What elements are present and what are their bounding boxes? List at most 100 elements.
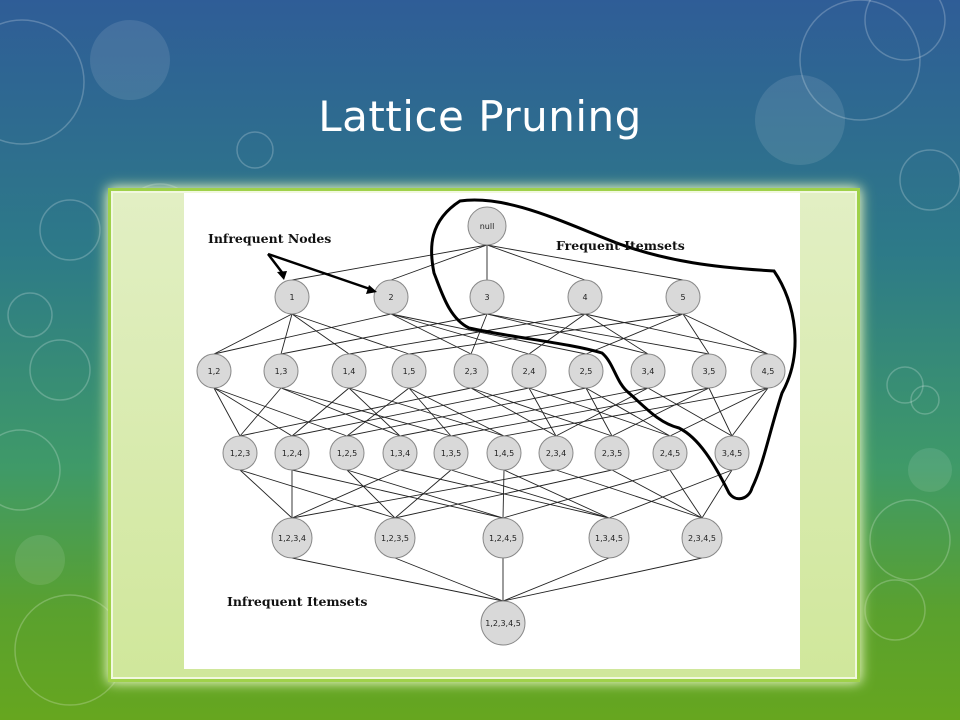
infrequent-nodes-label: Infrequent Nodes <box>208 231 331 246</box>
edge-3,4-to-3,4,5 <box>647 387 733 437</box>
edge-1,4,5-to-1,3,4,5 <box>503 469 610 519</box>
node-label: 1,4,5 <box>494 449 514 458</box>
edge-3-to-1,3 <box>280 313 488 355</box>
edge-2,5-to-2,3,5 <box>585 387 613 437</box>
node-label: 2,3,5 <box>602 449 622 458</box>
edge-1-to-1,4 <box>291 313 350 355</box>
edge-4,5-to-3,4,5 <box>731 387 769 437</box>
edge-1,3-to-1,3,4 <box>280 387 401 437</box>
edge-2,4-to-1,2,4 <box>291 387 530 437</box>
node-circle <box>374 517 416 559</box>
node-label: 1,2,3 <box>230 449 250 458</box>
edge-2,3-to-2,3,5 <box>470 387 613 437</box>
edge-2,3,5-to-2,3,4,5 <box>611 469 703 519</box>
node-circle <box>714 435 750 471</box>
node-circle <box>594 435 630 471</box>
node-circle <box>263 353 299 389</box>
edge-3,5-to-1,3,5 <box>450 387 710 437</box>
edge-1,4-to-1,3,4 <box>348 387 401 437</box>
lattice-node-1-4: 1,4 <box>331 353 367 389</box>
arrowhead-node-2 <box>366 285 377 294</box>
node-circle <box>196 353 232 389</box>
arrow-to-node-1 <box>267 253 285 276</box>
edge-1,4-to-1,4,5 <box>348 387 505 437</box>
node-circle <box>329 435 365 471</box>
edge-1,3,4,5-to-1,2,3,4,5 <box>502 557 610 602</box>
node-label: 1,3,4 <box>390 449 410 458</box>
edge-1,2,4-to-1,2,4,5 <box>291 469 504 519</box>
edge-3-to-3,5 <box>486 313 710 355</box>
edge-3,5-to-3,4,5 <box>708 387 733 437</box>
edge-4-to-4,5 <box>584 313 769 355</box>
node-label: 1,2,3,5 <box>381 534 409 543</box>
edge-3,4-to-1,3,4 <box>399 387 649 437</box>
lattice-node-5: 5 <box>665 279 701 315</box>
lattice-node-4: 4 <box>567 279 603 315</box>
edge-2-to-1,2 <box>213 313 392 355</box>
edge-2-to-2,4 <box>390 313 530 355</box>
lattice-node-2-4: 2,4 <box>511 353 547 389</box>
edge-1,2,3-to-1,2,3,4 <box>239 469 293 519</box>
node-circle <box>588 517 630 559</box>
edge-4,5-to-2,4,5 <box>669 387 769 437</box>
node-circle <box>373 279 409 315</box>
lattice-node-2-5: 2,5 <box>568 353 604 389</box>
lattice-node-1-2-4-5: 1,2,4,5 <box>482 517 524 559</box>
node-circle <box>467 206 507 246</box>
node-label: 1,3,4,5 <box>595 534 623 543</box>
node-label: 3,5 <box>703 367 716 376</box>
edge-5-to-4,5 <box>682 313 769 355</box>
node-label: 3,4 <box>642 367 655 376</box>
node-circle <box>391 353 427 389</box>
node-label: 1,2,4 <box>282 449 302 458</box>
lattice-node-1-2-4: 1,2,4 <box>274 435 310 471</box>
edge-2,5-to-2,4,5 <box>585 387 671 437</box>
edge-4-to-2,4 <box>528 313 586 355</box>
node-label: 1,2,4,5 <box>489 534 517 543</box>
node-label: null <box>480 222 495 231</box>
node-label: 5 <box>680 293 685 302</box>
node-circle <box>274 435 310 471</box>
node-label: 1,2,5 <box>337 449 357 458</box>
lattice-node-1: 1 <box>274 279 310 315</box>
infrequent-itemsets-label: Infrequent Itemsets <box>227 594 367 609</box>
node-label: 2,3,4 <box>546 449 566 458</box>
node-circle <box>652 435 688 471</box>
edge-1,2-to-1,2,5 <box>213 387 348 437</box>
edge-2,4-to-2,3,4 <box>528 387 557 437</box>
node-circle <box>331 353 367 389</box>
node-circle <box>567 279 603 315</box>
node-circle <box>433 435 469 471</box>
lattice-node-3-5: 3,5 <box>691 353 727 389</box>
edge-2,4,5-to-2,3,4,5 <box>669 469 703 519</box>
edge-3-to-3,4 <box>486 313 649 355</box>
edge-2,3,4-to-1,2,3,4 <box>291 469 557 519</box>
edge-5-to-1,5 <box>408 313 684 355</box>
node-circle <box>486 435 522 471</box>
lattice-node-1-3-5: 1,3,5 <box>433 435 469 471</box>
node-circle <box>271 517 313 559</box>
node-label: 1,2 <box>208 367 221 376</box>
node-label: 2,4 <box>523 367 536 376</box>
node-label: 1,2,3,4 <box>278 534 306 543</box>
frequent-itemsets-label: Frequent Itemsets <box>556 238 685 253</box>
node-label: 1,4 <box>343 367 356 376</box>
node-circle <box>469 279 505 315</box>
lattice-node-4-5: 4,5 <box>750 353 786 389</box>
edge-1,2,3,5-to-1,2,3,4,5 <box>394 557 504 602</box>
edge-1,5-to-1,4,5 <box>408 387 505 437</box>
edge-1,5-to-1,2,5 <box>346 387 410 437</box>
lattice-node-1-3-4: 1,3,4 <box>382 435 418 471</box>
edge-1,3,5-to-1,3,4,5 <box>450 469 610 519</box>
frequent-itemsets-boundary <box>430 198 797 501</box>
node-circle <box>630 353 666 389</box>
edge-2,3-to-1,2,3 <box>239 387 472 437</box>
node-label: 1,5 <box>403 367 416 376</box>
node-circle <box>511 353 547 389</box>
edge-5-to-2,5 <box>585 313 684 355</box>
node-label: 2,5 <box>580 367 593 376</box>
lattice-node-2-3-5: 2,3,5 <box>594 435 630 471</box>
node-circle <box>568 353 604 389</box>
